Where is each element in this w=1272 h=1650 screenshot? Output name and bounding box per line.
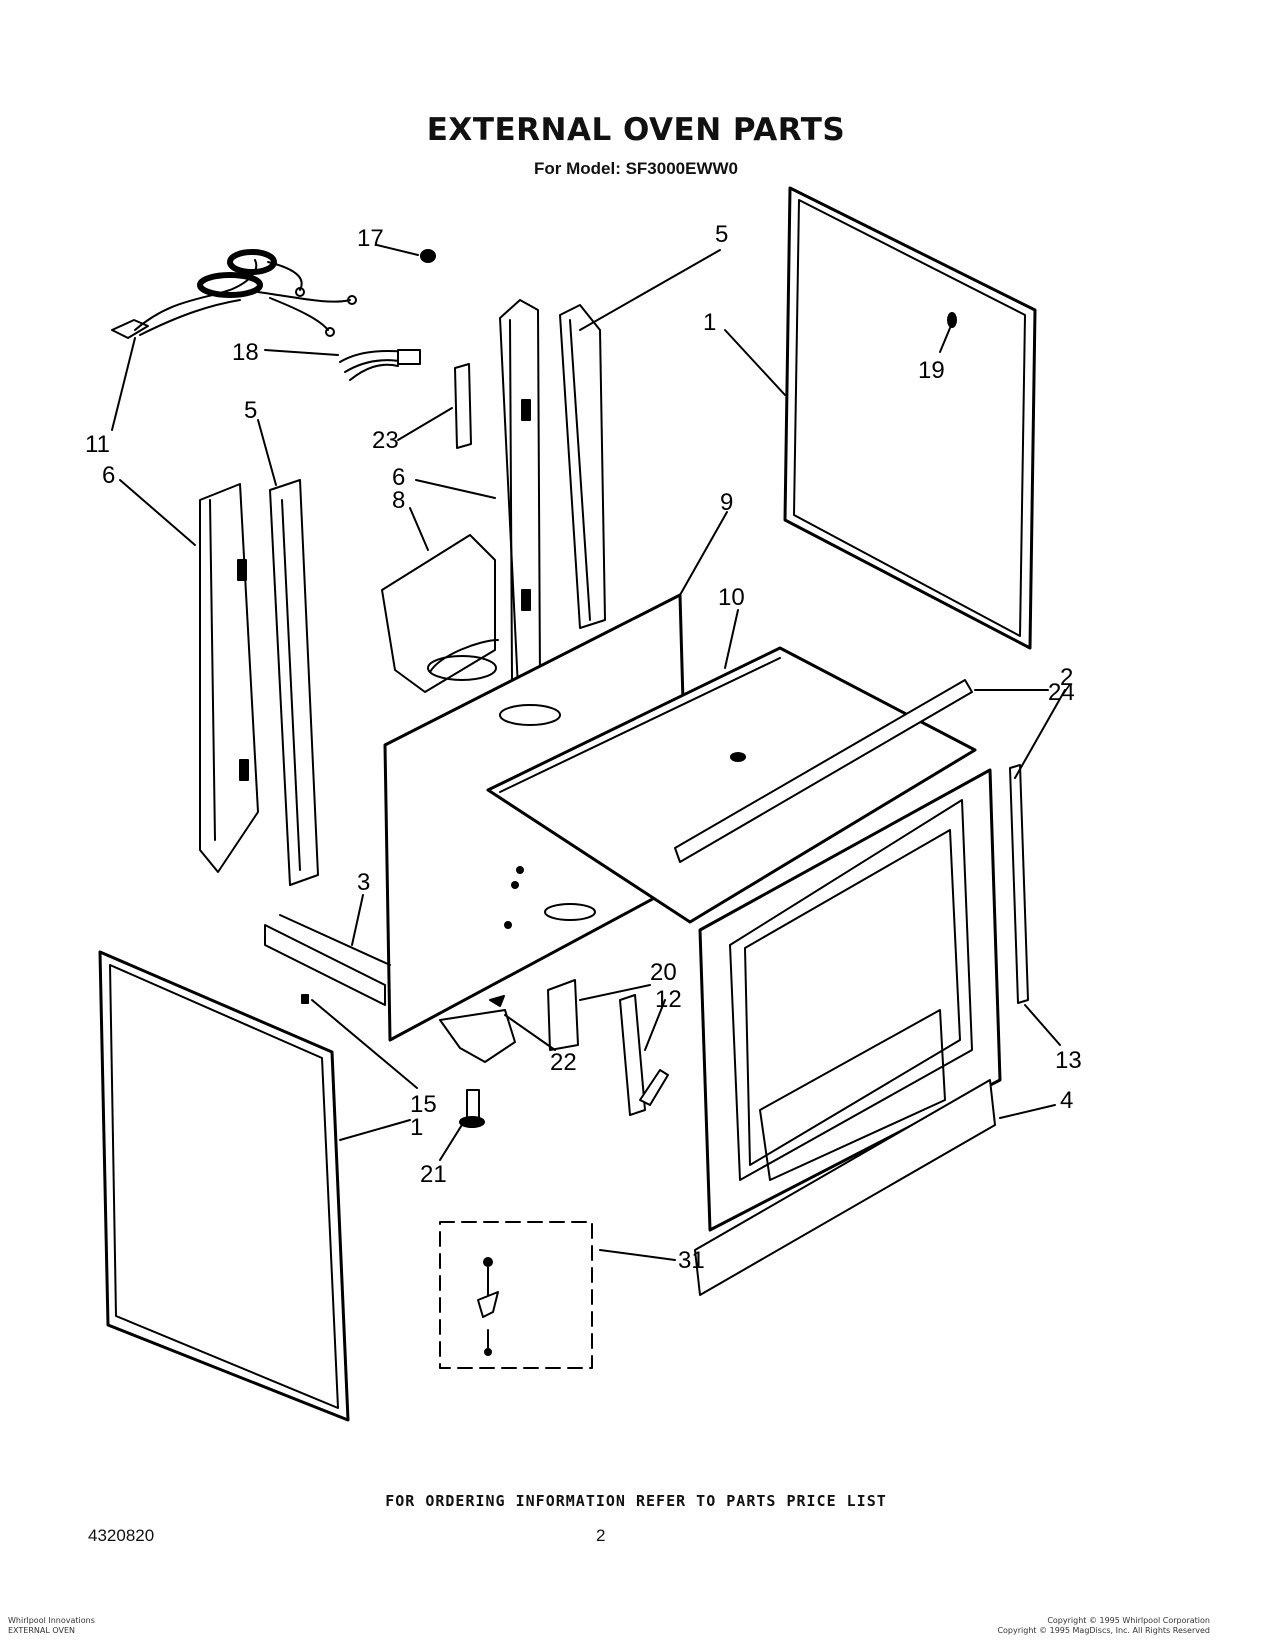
callout-13: 13 xyxy=(1055,1047,1082,1074)
callout-9: 9 xyxy=(720,489,733,516)
document-number: 4320820 xyxy=(88,1526,155,1545)
callout-8: 8 xyxy=(392,487,405,514)
center-rails xyxy=(499,299,606,689)
callout-labels: 17 18 11 5 6 23 6 8 5 1 19 9 10 24 2 2 3… xyxy=(85,221,1082,1274)
callout-19: 19 xyxy=(918,357,945,384)
callout-6b: 6 xyxy=(392,464,405,491)
callout-5a: 5 xyxy=(244,397,257,424)
kick-panel-part xyxy=(694,1079,996,1296)
callout-6a: 6 xyxy=(102,462,115,489)
left-rails xyxy=(199,479,319,886)
front-frame-part xyxy=(698,768,1002,1232)
callout-12: 12 xyxy=(655,986,682,1013)
ordering-note: FOR ORDERING INFORMATION REFER TO PARTS … xyxy=(385,1492,887,1510)
small-print-left-line: Whirlpool Innovations xyxy=(8,1616,95,1625)
leader-lines xyxy=(111,244,1066,1261)
callout-18: 18 xyxy=(232,339,259,366)
callout-10: 10 xyxy=(718,584,745,611)
model-subtitle: For Model: SF3000EWW0 xyxy=(533,159,739,178)
callout-1b: 1 xyxy=(410,1114,423,1141)
leveling-foot-part xyxy=(459,1089,485,1128)
callout-24: 24 xyxy=(1048,679,1075,706)
small-print-left: Whirlpool Innovations EXTERNAL OVEN xyxy=(8,1616,95,1636)
bumper-part xyxy=(420,249,436,263)
wire-harness-part xyxy=(339,349,421,381)
callout-21: 21 xyxy=(420,1161,447,1188)
callout-15: 15 xyxy=(410,1091,437,1118)
side-panel-left xyxy=(98,950,350,1422)
vent-duct-part xyxy=(381,534,499,693)
callout-1a: 1 xyxy=(703,309,716,336)
callout-2-visible: 2 xyxy=(1060,664,1073,691)
gasket-strip-part xyxy=(1009,764,1029,1004)
callout-5b: 5 xyxy=(715,221,728,248)
side-panel-right xyxy=(783,186,1037,650)
screw-part-15 xyxy=(301,994,309,1004)
callout-11: 11 xyxy=(85,431,110,458)
clip-part-22 xyxy=(439,995,516,1063)
trim-strip-part xyxy=(674,679,973,863)
power-cord-part xyxy=(111,249,357,339)
bracket-part-23 xyxy=(454,363,472,449)
hardware-kit-box xyxy=(439,1221,593,1369)
callout-22: 22 xyxy=(550,1049,577,1076)
small-print-right-line: Copyright © 1995 MagDiscs, Inc. All Righ… xyxy=(997,1626,1210,1635)
top-panel-part xyxy=(486,646,977,924)
callout-4: 4 xyxy=(1060,1087,1073,1114)
page-title: EXTERNAL OVEN PARTS xyxy=(426,112,846,148)
callout-17: 17 xyxy=(357,225,384,252)
callout-20: 20 xyxy=(650,959,677,986)
bottom-bracket-part xyxy=(264,914,391,1006)
callout-3: 3 xyxy=(357,869,370,896)
callout-23: 23 xyxy=(372,427,399,454)
small-print-left-line: EXTERNAL OVEN xyxy=(8,1626,76,1635)
brackets-part-20-12 xyxy=(547,979,669,1116)
callout-31: 31 xyxy=(678,1247,705,1274)
small-print-right-line: Copyright © 1995 Whirlpool Corporation xyxy=(1047,1616,1210,1625)
page-number: 2 xyxy=(596,1526,606,1545)
small-print-right: Copyright © 1995 Whirlpool Corporation C… xyxy=(997,1616,1210,1636)
